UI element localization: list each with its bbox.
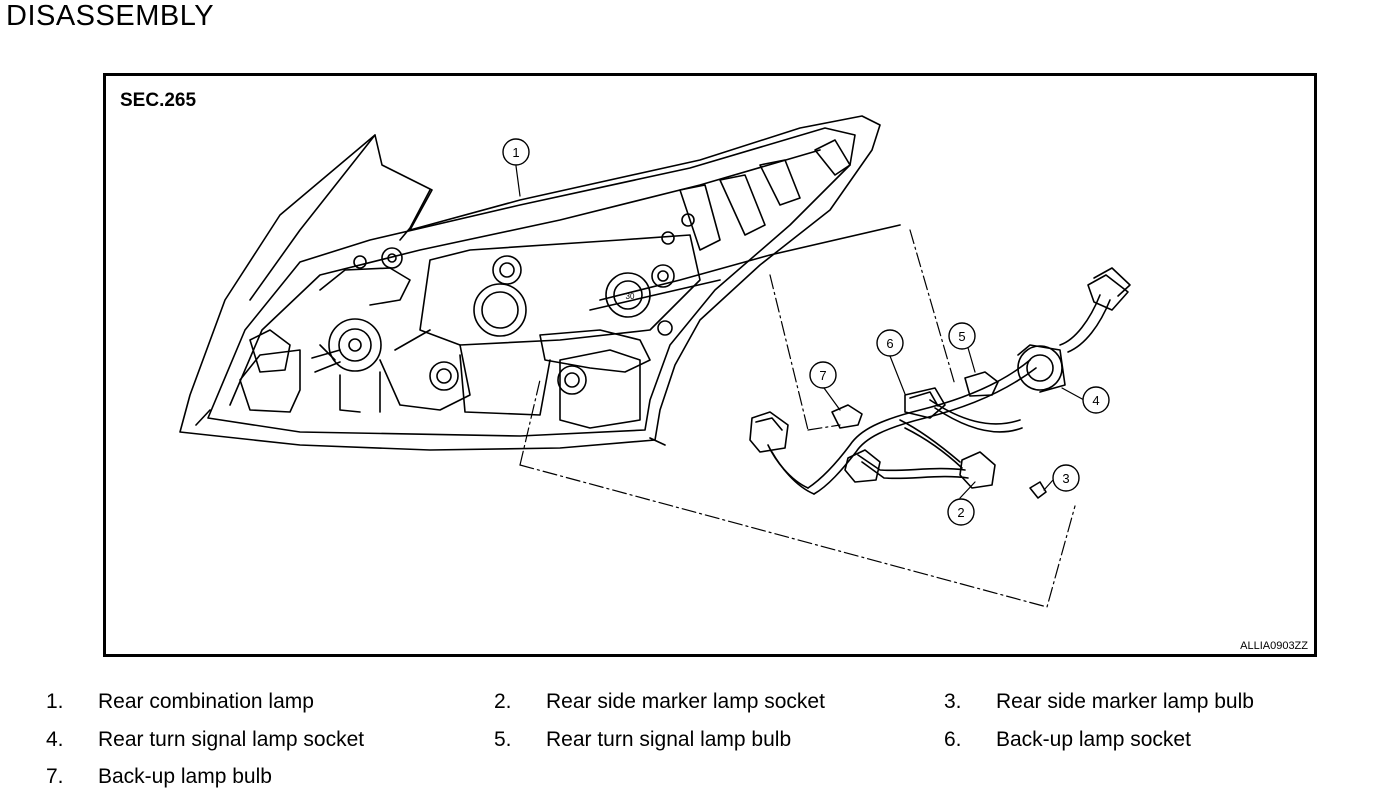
callout-label-7: 7 bbox=[819, 368, 826, 383]
callout-6 bbox=[876, 329, 904, 357]
legend-label: Rear combination lamp bbox=[98, 690, 314, 713]
callout-4 bbox=[1082, 386, 1110, 414]
legend-number: 4. bbox=[46, 728, 64, 751]
callout-label-6: 6 bbox=[886, 336, 893, 351]
callout-7 bbox=[809, 361, 837, 389]
figure-frame: SEC.265 ALLIA0903ZZ bbox=[103, 73, 1317, 657]
callout-3 bbox=[1052, 464, 1080, 492]
legend-number: 3. bbox=[944, 690, 962, 713]
wiring-harness bbox=[749, 267, 1131, 499]
callouts bbox=[502, 138, 1110, 526]
callout-5 bbox=[948, 322, 976, 350]
callout-label-4: 4 bbox=[1092, 393, 1099, 408]
callout-1 bbox=[502, 138, 530, 166]
callout-label-5: 5 bbox=[958, 329, 965, 344]
callout-2 bbox=[947, 498, 975, 526]
legend-number: 1. bbox=[46, 690, 64, 713]
figure-code: ALLIA0903ZZ bbox=[1240, 640, 1308, 652]
legend-label: Rear turn signal lamp socket bbox=[98, 728, 365, 751]
page-heading: DISASSEMBLY bbox=[6, 0, 215, 32]
parts-legend: 1. Rear combination lamp 2. Rear side ma… bbox=[0, 686, 1376, 790]
legend-label: Back-up lamp socket bbox=[996, 728, 1191, 751]
section-label: SEC.265 bbox=[120, 90, 197, 111]
legend-number: 2. bbox=[494, 690, 512, 713]
legend-number: 5. bbox=[494, 728, 512, 751]
bulb-wattage-stamp: 30 bbox=[626, 292, 635, 301]
legend-number: 6. bbox=[944, 728, 962, 751]
legend-label: Rear side marker lamp bulb bbox=[996, 690, 1254, 713]
lamp-internals bbox=[239, 139, 901, 429]
lamp-housing bbox=[179, 115, 881, 451]
leader-lines bbox=[515, 165, 1085, 499]
callout-label-2: 2 bbox=[957, 505, 964, 520]
legend-label: Rear turn signal lamp bulb bbox=[546, 728, 792, 751]
callout-label-1: 1 bbox=[512, 145, 519, 160]
phantom-lines bbox=[519, 229, 1076, 608]
legend-label: Rear side marker lamp socket bbox=[546, 690, 825, 713]
legend-label: Back-up lamp bulb bbox=[98, 765, 272, 788]
legend-number: 7. bbox=[46, 765, 64, 788]
exploded-diagram: 1 2 3 4 5 6 7 30 bbox=[179, 115, 1131, 608]
callout-label-3: 3 bbox=[1062, 471, 1069, 486]
